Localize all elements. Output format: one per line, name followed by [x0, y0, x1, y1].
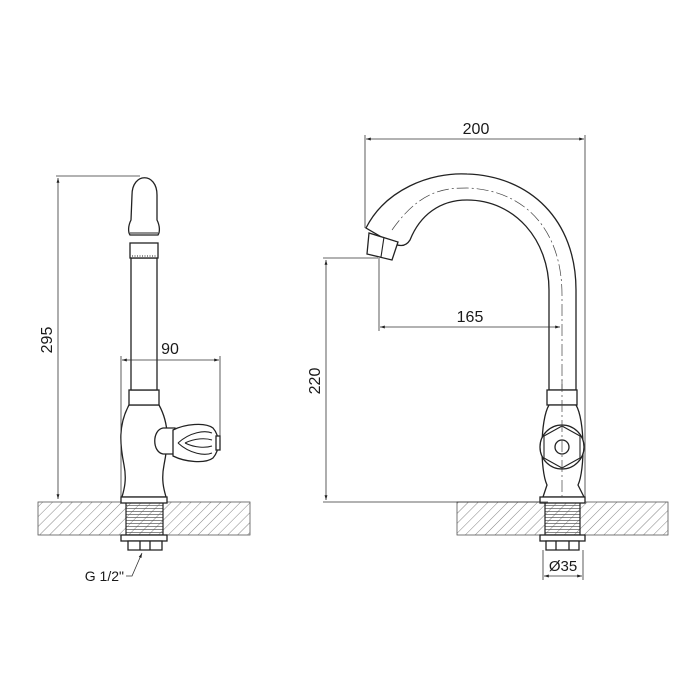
dimension-height-label: 295 — [39, 327, 56, 354]
dimension-base-diameter-label: Ø35 — [549, 558, 577, 575]
handle-button — [215, 435, 221, 451]
spout-cap — [127, 177, 161, 236]
dimension-width-label: 200 — [463, 121, 490, 138]
handle-stem — [154, 427, 176, 455]
gooseneck-spout — [365, 173, 577, 391]
base-flange — [120, 496, 168, 504]
front-view: 200 220 165 Ø35 — [307, 121, 669, 580]
thread-size-label: G 1/2" — [85, 568, 124, 584]
thread-leader — [126, 552, 143, 577]
mount-washer — [539, 534, 586, 542]
mount-nut — [545, 540, 580, 551]
threaded-shank — [125, 501, 164, 536]
dimension-spout-reach-label: 165 — [457, 309, 484, 326]
handle-knob — [172, 423, 219, 463]
handle-ribs — [177, 431, 213, 455]
centerline — [391, 187, 563, 500]
side-view: 295 90 G 1/2" — [37, 175, 251, 584]
collar — [128, 389, 160, 406]
nozzle-edge — [380, 236, 385, 258]
mount-nut — [127, 540, 163, 551]
base-flange — [539, 496, 586, 504]
riser-pipe — [130, 257, 158, 391]
dimension-reach-label: 90 — [161, 341, 179, 358]
aerator — [129, 242, 159, 259]
threaded-shank — [544, 501, 581, 536]
dimension-spout-height-label: 220 — [307, 368, 324, 395]
mount-washer — [120, 534, 168, 542]
